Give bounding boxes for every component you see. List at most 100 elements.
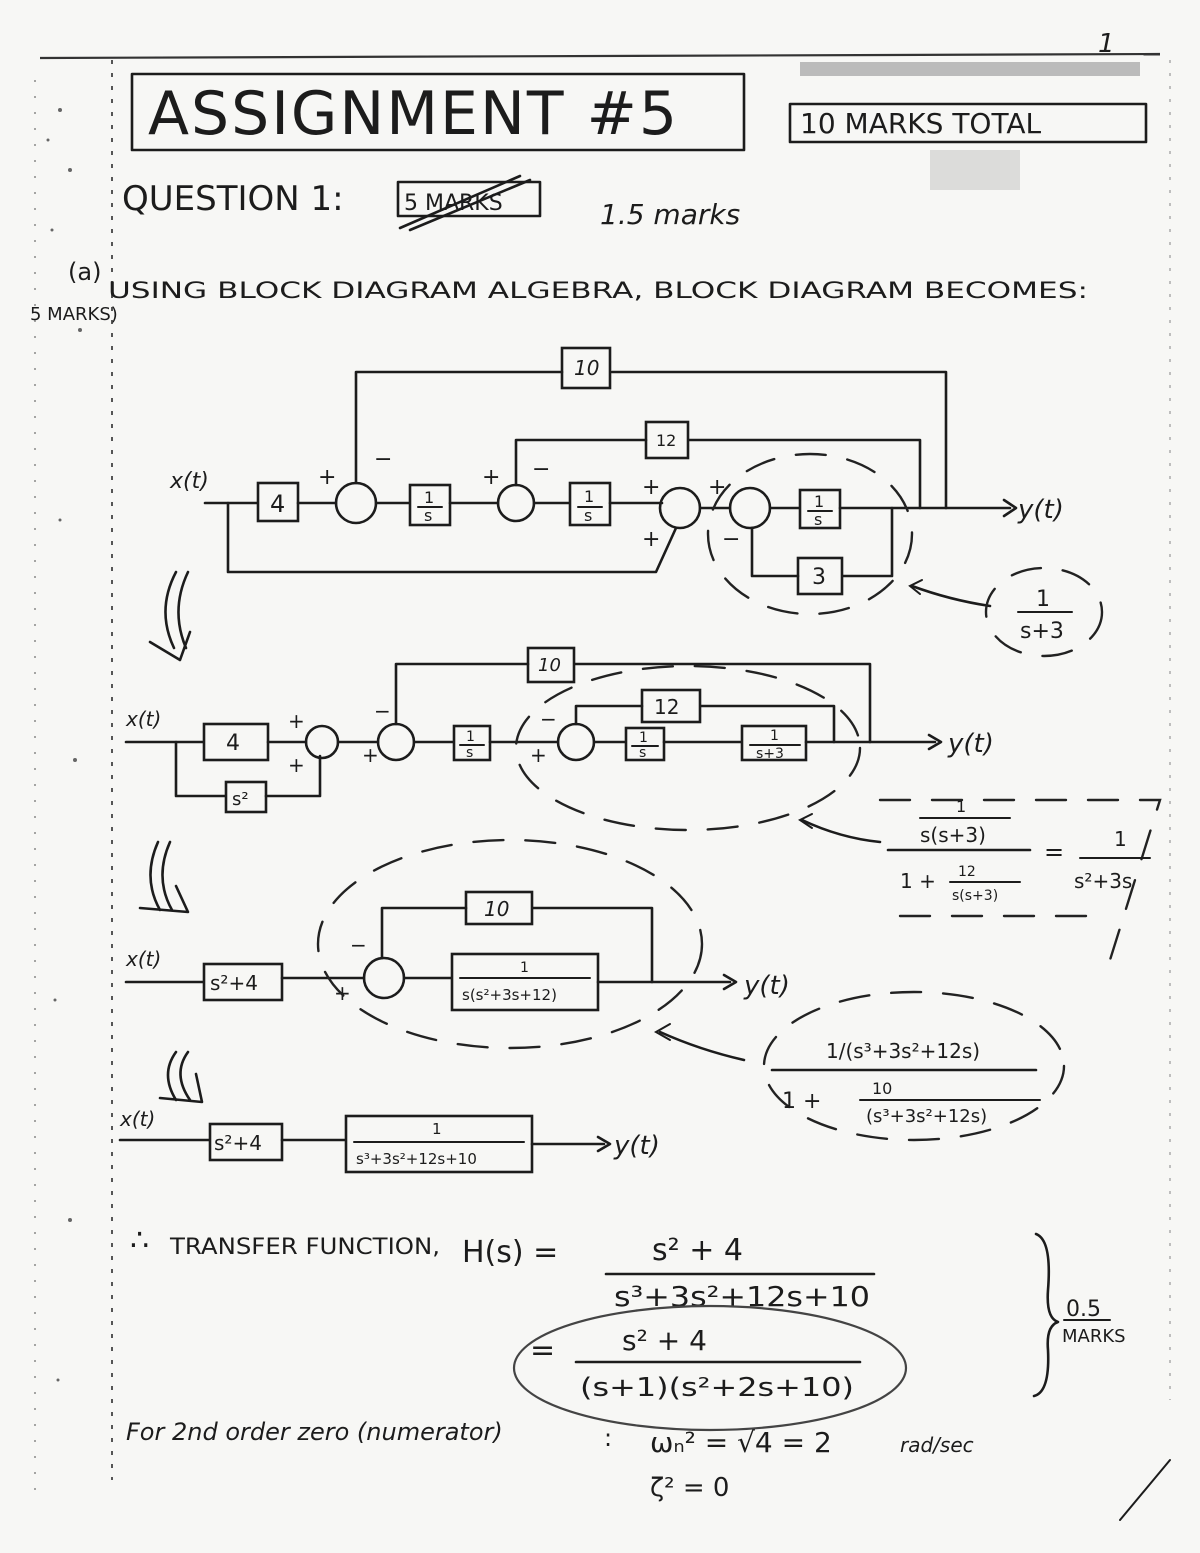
footer-notes: For 2nd order zero (numerator) : ωₙ² = √… bbox=[126, 1418, 974, 1503]
sign: + bbox=[288, 753, 305, 777]
block-1-over-s-plus-3 bbox=[740, 724, 808, 762]
integrator-2-num: 1 bbox=[584, 487, 594, 506]
part-label: (a) bbox=[68, 258, 101, 286]
marks-unit: MARKS bbox=[1062, 1326, 1126, 1347]
block-den: s+3 bbox=[756, 746, 784, 762]
feedback-block-10 bbox=[464, 890, 534, 926]
part-text: USING BLOCK DIAGRAM ALGEBRA, BLOCK DIAGR… bbox=[108, 279, 1088, 304]
numerator-label: s²+4 bbox=[214, 1131, 262, 1155]
integrator-3-den: s bbox=[814, 510, 822, 529]
input-signal: x(t) bbox=[125, 947, 161, 971]
transfer-function-label: TRANSFER FUNCTION, bbox=[169, 1235, 440, 1260]
sign: − bbox=[374, 447, 392, 472]
tf-denominator-2: (s+1)(s²+2s+10) bbox=[580, 1373, 854, 1403]
gain-value: 4 bbox=[270, 490, 285, 518]
sign: + bbox=[334, 981, 351, 1005]
feedback-block-10 bbox=[526, 646, 576, 684]
summing-junction-3 bbox=[556, 722, 596, 762]
feedforward-block-s2 bbox=[224, 780, 268, 814]
page-number: 1 bbox=[1098, 29, 1115, 59]
sign: + bbox=[288, 709, 305, 733]
input-signal: x(t) bbox=[125, 707, 161, 731]
integrator-1 bbox=[408, 483, 452, 527]
callout-inner-den: s(s+3) bbox=[920, 823, 986, 847]
scan-noise bbox=[34, 52, 1171, 1521]
integrator-2 bbox=[624, 726, 666, 762]
sign: + bbox=[530, 743, 547, 767]
callout-num: 1 bbox=[1036, 587, 1050, 612]
gain-block bbox=[256, 481, 300, 523]
natural-frequency-expr: ωₙ² = √4 = 2 bbox=[650, 1426, 832, 1459]
damping-ratio-expr: ζ² = 0 bbox=[650, 1473, 729, 1503]
gain-value: 4 bbox=[226, 731, 240, 756]
integrator-3-num: 1 bbox=[814, 492, 824, 511]
forward-num: 1 bbox=[520, 960, 529, 976]
sign: + bbox=[482, 465, 500, 490]
block-num: 1 bbox=[770, 728, 779, 744]
sign: − bbox=[540, 707, 557, 731]
callout-frac-num: 12 bbox=[958, 864, 976, 880]
sign: − bbox=[722, 527, 740, 552]
sign: + bbox=[642, 527, 660, 552]
sign: − bbox=[350, 933, 367, 957]
summing-junction-2 bbox=[376, 722, 416, 762]
sign: + bbox=[362, 743, 379, 767]
numerator-label: s²+4 bbox=[210, 971, 258, 995]
integrator-1-den: s bbox=[424, 506, 432, 525]
tf-numerator-1: s² + 4 bbox=[652, 1233, 743, 1268]
feedback-10-label: 10 bbox=[538, 655, 561, 676]
forward-den: s³+3s²+12s+10 bbox=[356, 1150, 477, 1168]
output-signal: y(t) bbox=[613, 1131, 660, 1161]
callout-frac-num: 10 bbox=[872, 1079, 892, 1098]
title-box bbox=[130, 72, 746, 152]
colon: : bbox=[604, 1424, 612, 1452]
margin-note: 5 MARKS) bbox=[30, 304, 118, 325]
total-marks: 10 MARKS TOTAL bbox=[800, 107, 1042, 140]
transfer-function-result: ∴ TRANSFER FUNCTION, H(s) = s² + 4 s³+3s… bbox=[130, 1223, 1126, 1432]
summing-junction-2 bbox=[496, 483, 536, 523]
block-diagram-2: x(t) 4 s² 1 s 1 s 1 s+3 y(t) 10 bbox=[124, 646, 1162, 962]
summing-junction-4 bbox=[728, 486, 772, 530]
sign: − bbox=[532, 457, 550, 482]
callout-inner: 1/(s³+3s²+12s) bbox=[826, 1039, 980, 1063]
down-arrow-1 bbox=[148, 570, 192, 662]
output-signal: y(t) bbox=[743, 971, 790, 1001]
strike-line bbox=[398, 174, 522, 230]
strike-line-2 bbox=[408, 178, 532, 232]
feedback-block-10 bbox=[560, 346, 612, 390]
forward-den: s(s²+3s+12) bbox=[462, 986, 557, 1004]
integrator-den: s bbox=[466, 745, 473, 761]
callout-frac-den: s(s+3) bbox=[952, 888, 998, 904]
feedforward-label: s² bbox=[232, 789, 249, 810]
integrator-num: 1 bbox=[639, 730, 648, 746]
down-arrow-3 bbox=[158, 1050, 204, 1104]
marks-value: 0.5 bbox=[1066, 1297, 1101, 1322]
page-title: ASSIGNMENT #5 bbox=[148, 79, 679, 149]
answer-circle bbox=[512, 1304, 908, 1432]
feedback-10-label: 10 bbox=[574, 356, 599, 380]
integrator-2-den: s bbox=[584, 506, 592, 525]
block-diagram-4: x(t) s²+4 1 s³+3s²+12s+10 y(t) bbox=[118, 1107, 660, 1174]
input-signal: x(t) bbox=[169, 469, 209, 494]
sign: + bbox=[708, 475, 726, 500]
tf-equals: = bbox=[530, 1333, 555, 1368]
sign: + bbox=[642, 475, 660, 500]
block-diagram-1: x(t) 4 1 s 1 s 1 s y(t) 10 bbox=[169, 346, 1104, 658]
block-diagram-3: x(t) s²+4 1 s(s²+3s+12) y(t) 10 − + 1/(s… bbox=[124, 838, 1066, 1142]
tf-numerator-2: s² + 4 bbox=[622, 1324, 707, 1357]
integrator-1-num: 1 bbox=[424, 488, 434, 507]
output-signal: y(t) bbox=[1017, 495, 1064, 525]
summing-junction bbox=[362, 956, 406, 1000]
summing-junction-1 bbox=[304, 724, 340, 760]
integrator-2 bbox=[568, 481, 612, 527]
down-arrow-2 bbox=[138, 840, 190, 914]
total-marks-box bbox=[788, 102, 1148, 144]
forward-block bbox=[344, 1114, 534, 1174]
feedback-12-label: 12 bbox=[656, 431, 676, 450]
callout-inner-num: 1 bbox=[956, 797, 966, 816]
transfer-function-lhs: H(s) = bbox=[462, 1235, 558, 1270]
second-order-zero-note: For 2nd order zero (numerator) bbox=[126, 1418, 503, 1446]
natural-frequency-unit: rad/sec bbox=[900, 1433, 974, 1457]
feedback-12-label: 12 bbox=[654, 695, 679, 719]
